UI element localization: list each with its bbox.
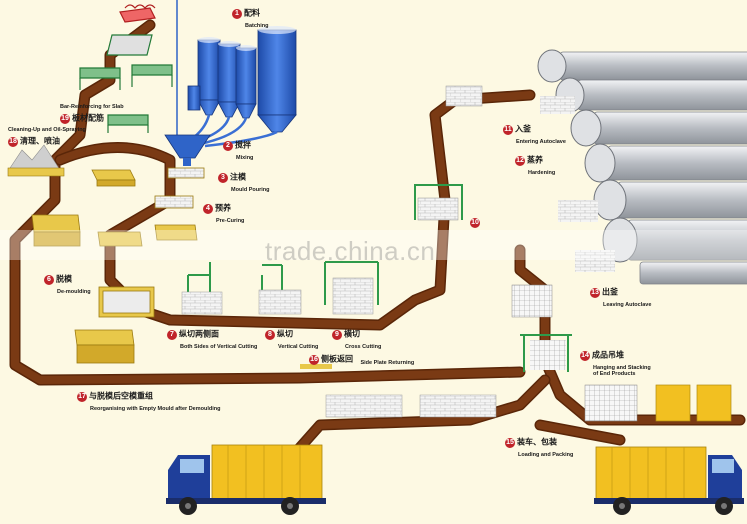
cleaning-station — [7, 144, 65, 177]
autoclave-bank — [537, 49, 747, 285]
mould-boxes — [31, 167, 205, 364]
stacking-area — [300, 284, 732, 422]
truck-right — [594, 446, 744, 515]
watermark: trade.china.cn — [265, 236, 436, 266]
silo-group — [164, 26, 297, 166]
truck-left — [166, 444, 326, 515]
step-10: 10 — [470, 217, 480, 228]
cutting-machines — [181, 85, 483, 315]
batching-equipment — [119, 0, 178, 140]
reinforcement-racks — [79, 34, 173, 133]
